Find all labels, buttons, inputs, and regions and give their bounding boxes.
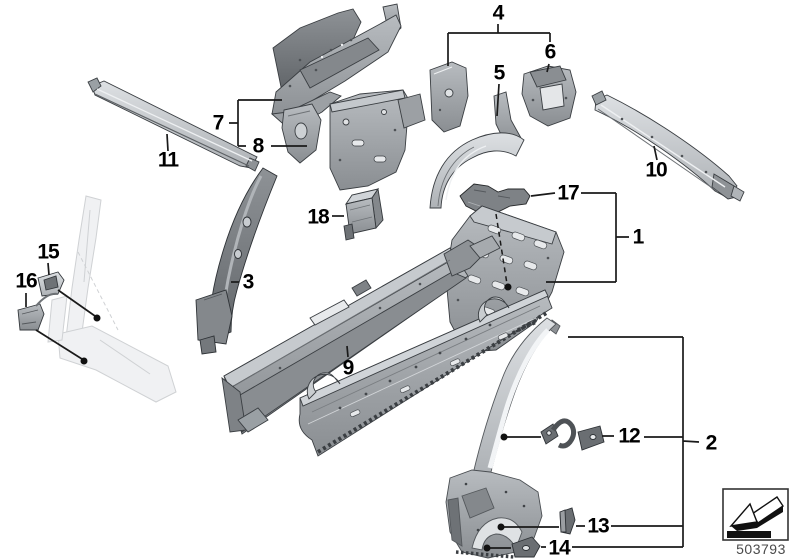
leader-dots (80, 283, 512, 552)
part-8-bracket (281, 103, 322, 164)
callout-label-12[interactable]: 12 (618, 424, 640, 448)
part-6-bracket (521, 65, 577, 127)
callout-label-4[interactable]: 4 (492, 1, 505, 25)
part-18-box-bracket (343, 187, 384, 241)
diagram-number: 503793 (736, 541, 786, 557)
callout-label-14[interactable]: 14 (548, 536, 570, 560)
part-16-bracket (17, 292, 59, 331)
part-17-bracket (459, 183, 531, 214)
outer-sill-panel (298, 289, 553, 457)
part-10-rail (591, 90, 745, 202)
part-11-rail (87, 77, 260, 172)
wheelhouse-inner-panel (329, 89, 426, 191)
part-15-clip (37, 271, 65, 297)
part-14-clip (511, 536, 541, 558)
callout-label-1[interactable]: 1 (632, 225, 645, 249)
callout-label-17[interactable]: 17 (557, 181, 579, 205)
callout-label-11[interactable]: 11 (157, 148, 179, 172)
direction-arrow-icon (727, 496, 784, 538)
callout-label-7[interactable]: 7 (212, 111, 225, 135)
callout-label-13[interactable]: 13 (587, 514, 609, 538)
callout-label-6[interactable]: 6 (544, 40, 557, 64)
callout-label-10[interactable]: 10 (645, 158, 667, 182)
part-2-b-pillar (445, 317, 561, 559)
callout-label-16[interactable]: 16 (15, 269, 37, 293)
part-13-clip (559, 507, 576, 535)
callout-label-9[interactable]: 9 (342, 356, 355, 380)
part-12-holder (540, 418, 605, 451)
part-3-a-pillar (195, 167, 278, 355)
callout-label-18[interactable]: 18 (307, 205, 329, 229)
ghost-context-part (47, 195, 177, 403)
part-4-section (429, 61, 469, 133)
leader-lines (25, 24, 700, 549)
callout-label-15[interactable]: 15 (37, 240, 59, 264)
callout-label-5[interactable]: 5 (493, 61, 506, 85)
callout-label-3[interactable]: 3 (242, 270, 255, 294)
part-5-arch-rail (429, 91, 525, 209)
callout-label-2[interactable]: 2 (705, 431, 718, 455)
direction-indicator-box (722, 488, 789, 541)
callout-label-8[interactable]: 8 (252, 134, 265, 158)
